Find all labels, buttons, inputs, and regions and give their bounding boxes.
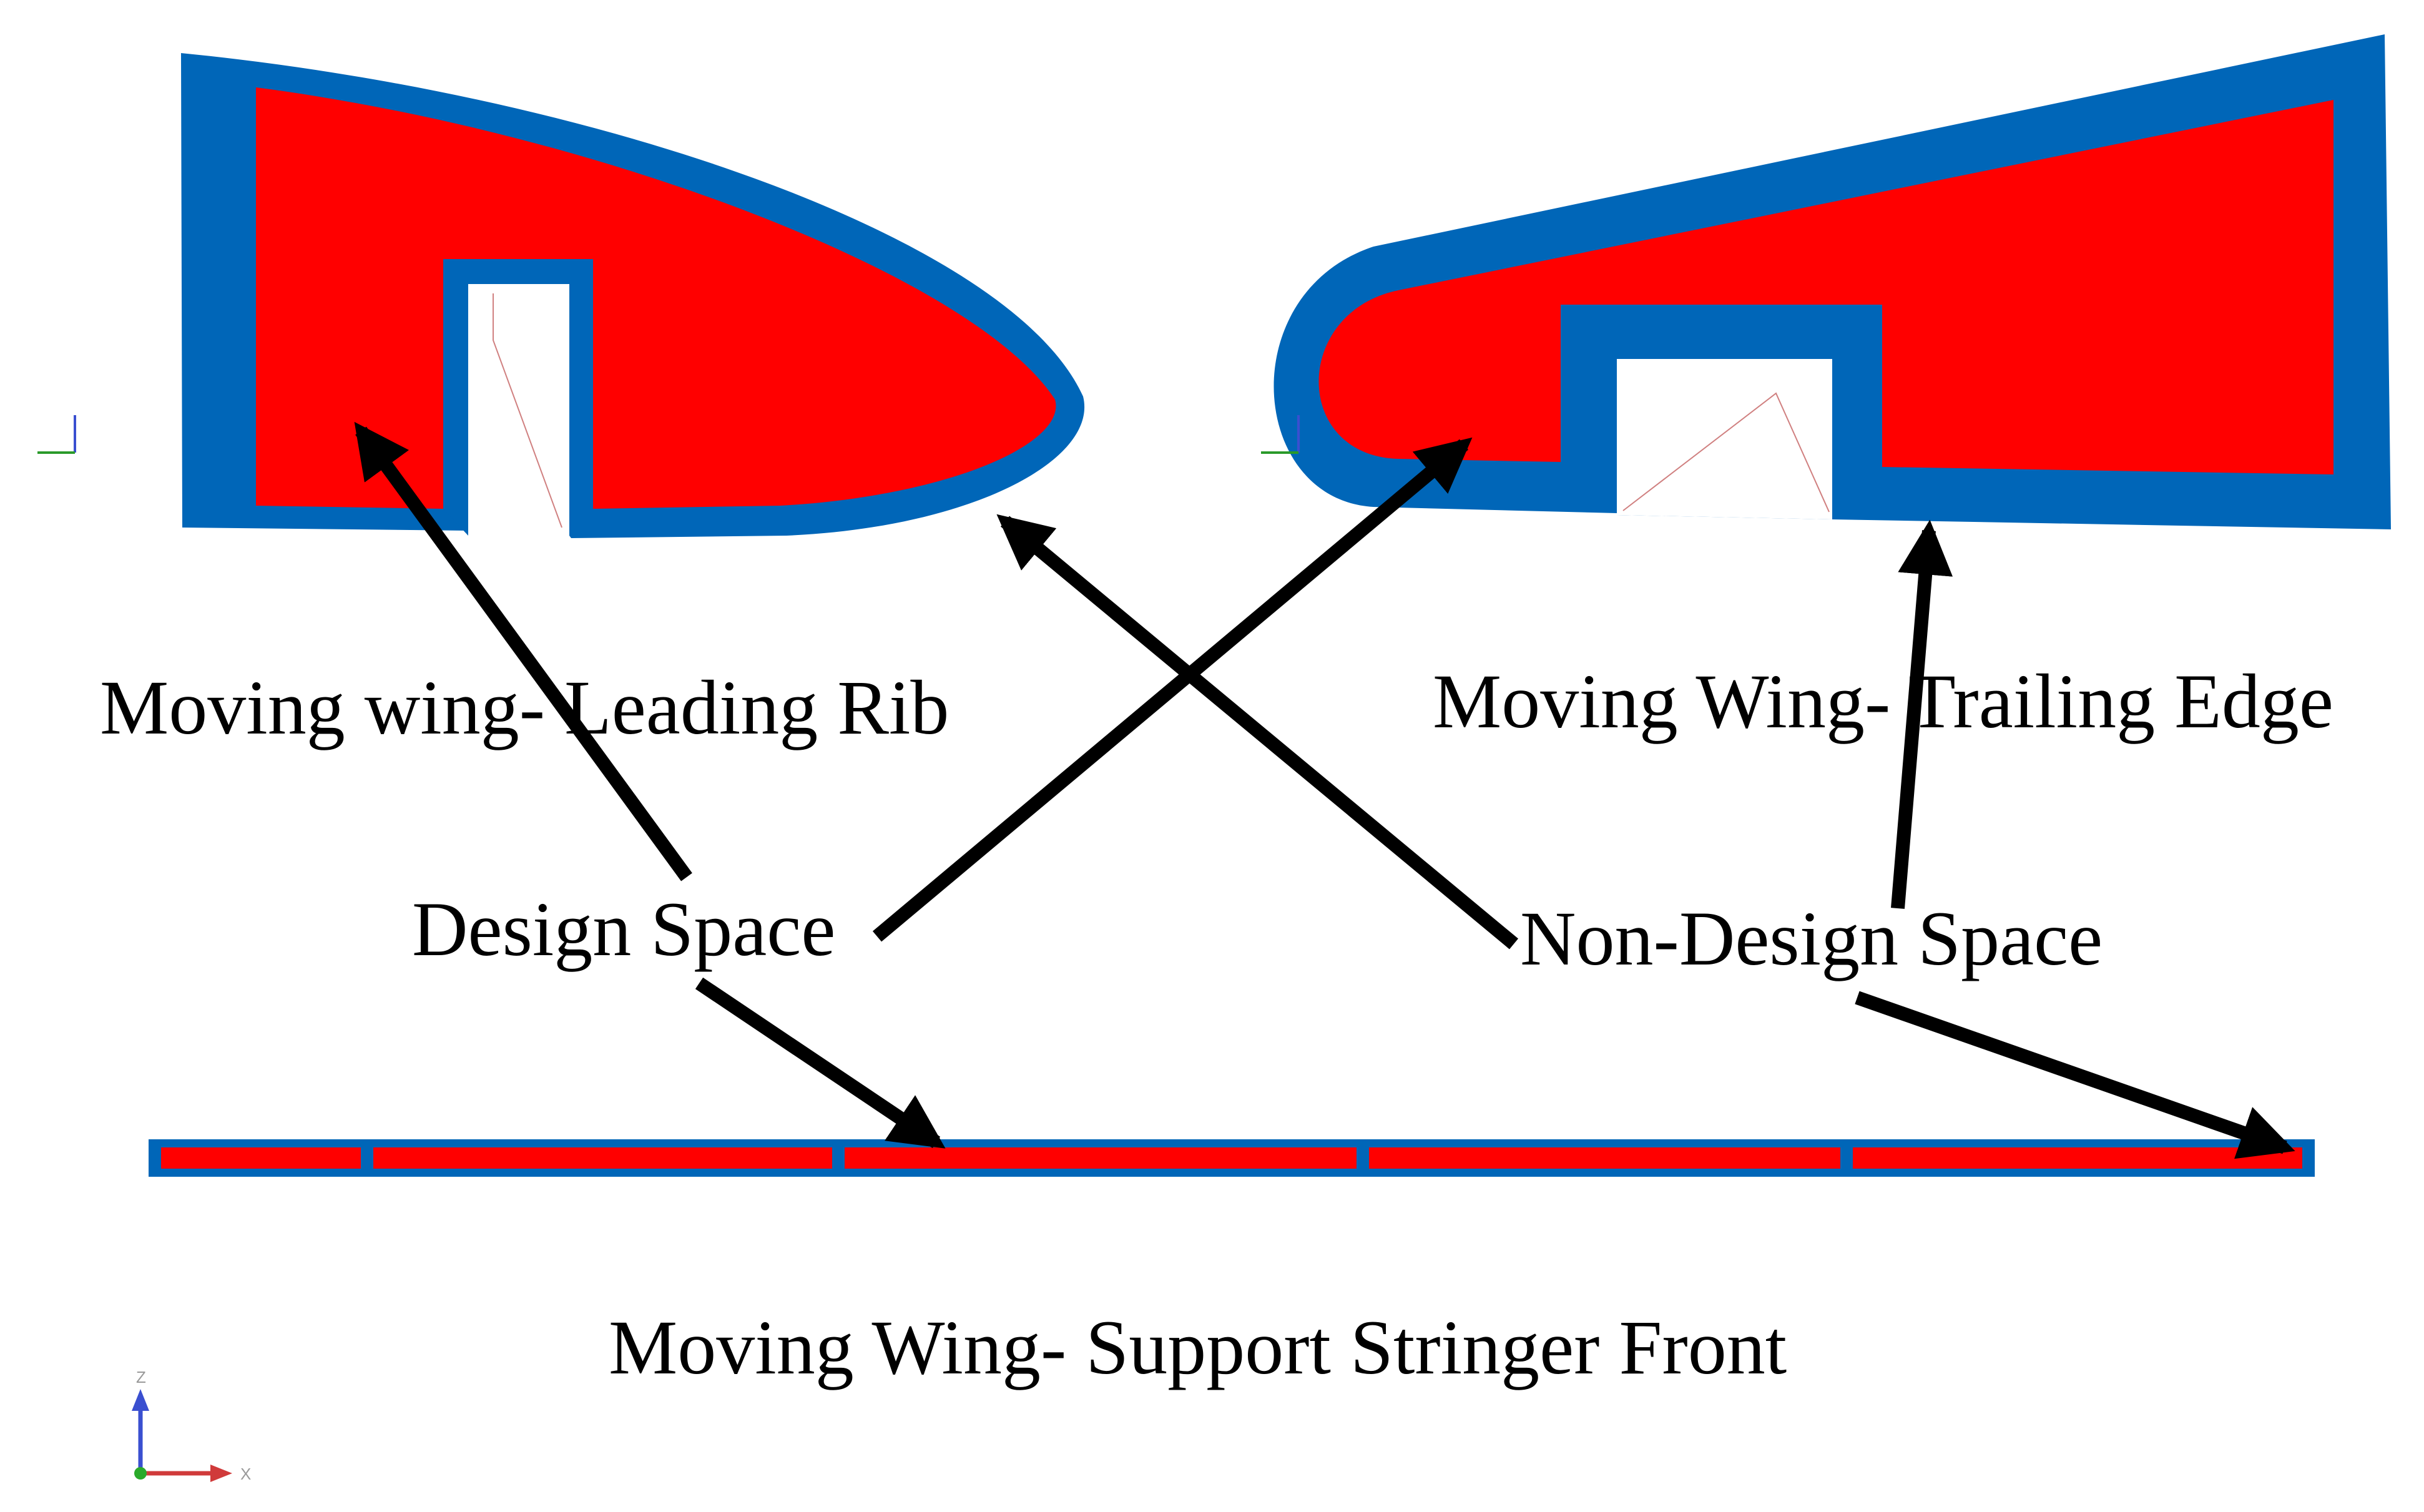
arrow-non-design-to-stringer xyxy=(1855,991,2295,1159)
arrow-non-design-to-leading-rib xyxy=(996,514,1519,950)
leading-rib-part xyxy=(181,53,1085,538)
triad-z-label: Z xyxy=(136,1368,146,1387)
trailing-edge-label: Moving Wing- Trailing Edge xyxy=(1433,659,2333,744)
trailing-edge-mesh-lines xyxy=(1622,392,1830,513)
support-stringer-label: Moving Wing- Support Stringer Front xyxy=(609,1305,1787,1390)
trailing-edge-slot xyxy=(1617,359,1832,519)
arrow-design-to-leading-rib xyxy=(354,421,692,881)
support-stringer-part xyxy=(149,1139,2315,1177)
leading-rib-label: Moving wing- Leading Rib xyxy=(100,665,949,750)
triad-x-label: X xyxy=(240,1465,251,1483)
leading-rib-design-space xyxy=(256,87,1056,509)
leading-rib-mesh-lines xyxy=(493,293,562,528)
non-design-space-label: Non-Design Space xyxy=(1520,896,2103,981)
trailing-edge-slot-border xyxy=(1561,305,1882,360)
axis-triad-icon: Z X xyxy=(132,1368,251,1483)
stringer-design-segment xyxy=(1853,1147,2302,1169)
arrow-design-to-trailing-edge xyxy=(872,437,1473,942)
stringer-design-segment xyxy=(1369,1147,1840,1169)
arrow-design-to-stringer xyxy=(695,977,946,1149)
trailing-edge-part xyxy=(1273,34,2391,529)
stringer-design-segment xyxy=(845,1147,1357,1169)
stringer-design-segment xyxy=(373,1147,832,1169)
annotation-arrows xyxy=(354,421,2295,1159)
triad-middle xyxy=(1261,415,1300,454)
stringer-design-segment xyxy=(161,1147,361,1169)
triad-left xyxy=(37,415,76,454)
arrow-non-design-to-trailing-edge xyxy=(1891,519,1953,909)
design-space-label: Design Space xyxy=(412,886,835,972)
trailing-edge-design-space xyxy=(1318,100,2333,474)
